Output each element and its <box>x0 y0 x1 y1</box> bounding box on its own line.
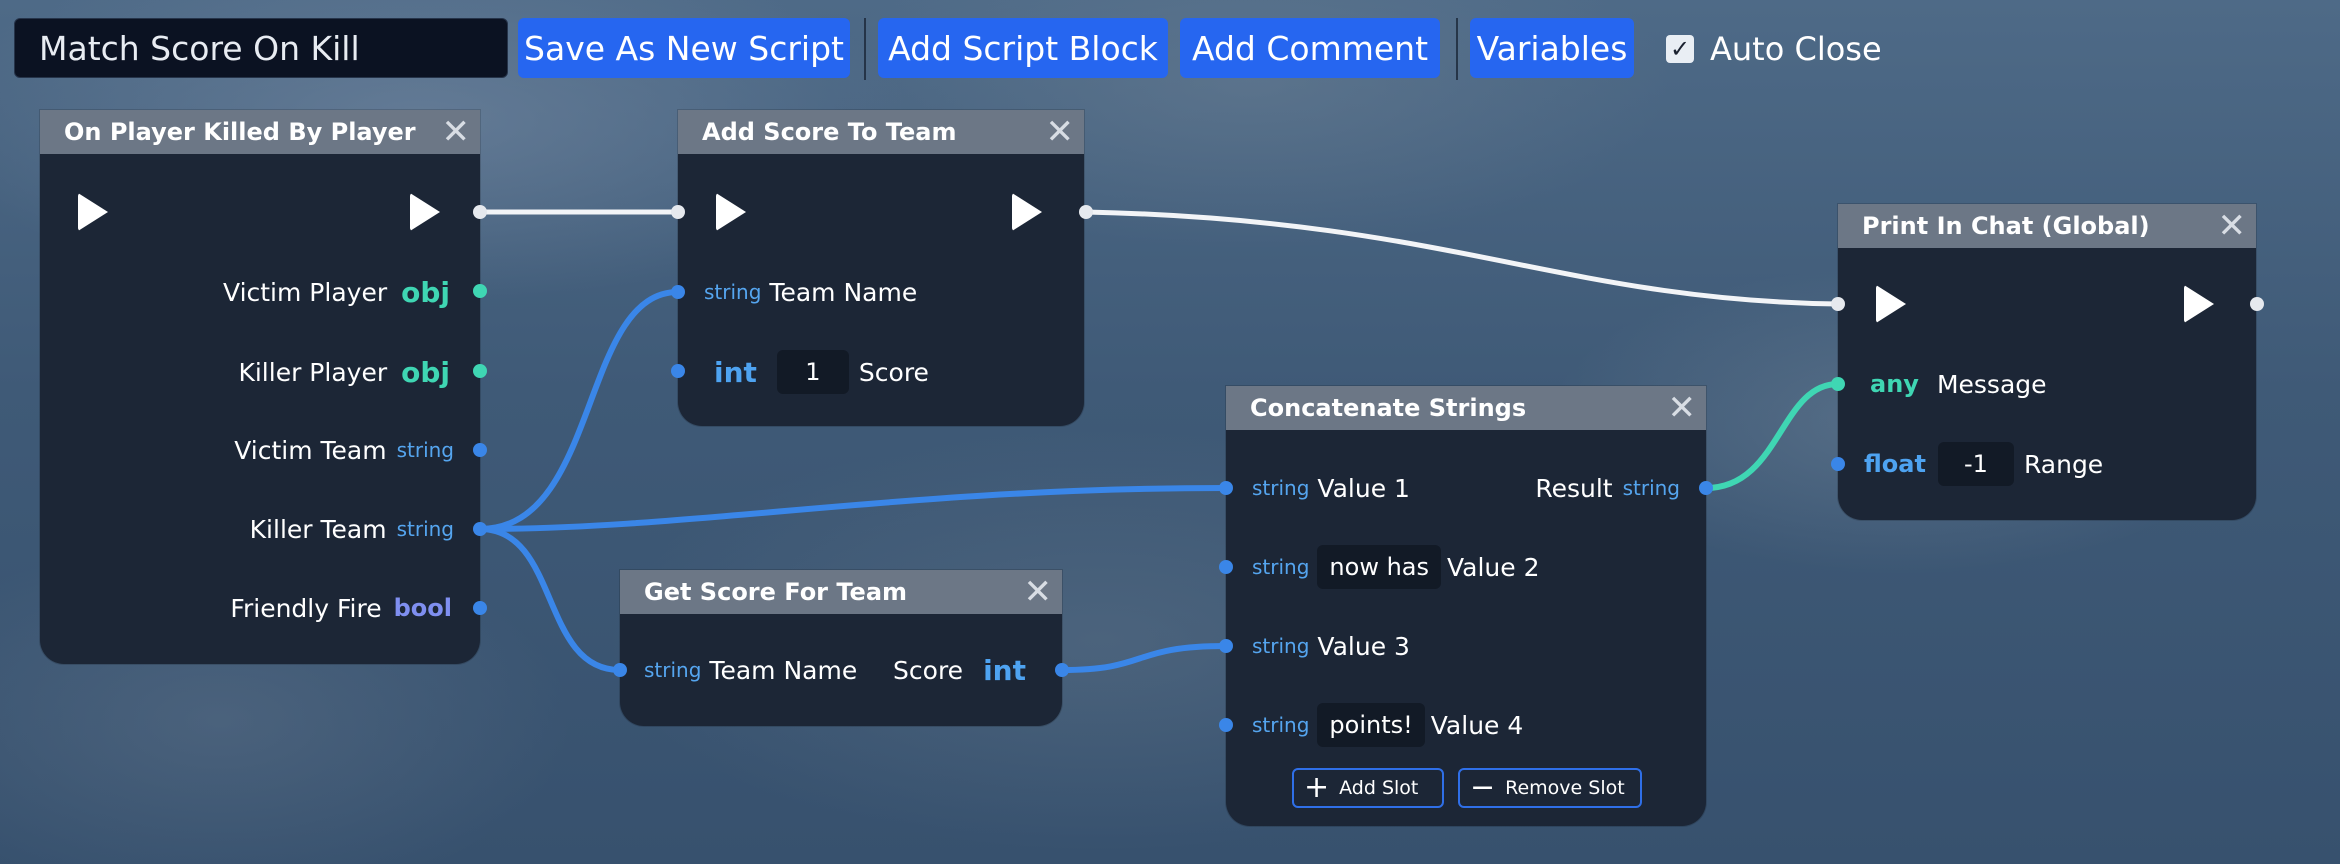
output-port-victim-player[interactable] <box>473 284 487 298</box>
auto-close-label: Auto Close <box>1710 30 1882 68</box>
node-print-in-chat[interactable]: Print In Chat (Global) ✕ any Message flo… <box>1838 204 2256 520</box>
save-as-new-script-button[interactable]: Save As New Script <box>518 18 850 78</box>
exec-out-play-icon <box>1012 193 1042 231</box>
node-header[interactable]: Get Score For Team ✕ <box>620 570 1062 614</box>
node-header[interactable]: Add Score To Team ✕ <box>678 110 1084 154</box>
input-port-range[interactable] <box>1831 457 1845 471</box>
input-value-4: string points! Value 4 <box>1252 703 1523 747</box>
value-4-field[interactable]: points! <box>1317 703 1425 747</box>
node-concatenate-strings[interactable]: Concatenate Strings ✕ string Value 1 Res… <box>1226 386 1706 826</box>
wire-score-to-value3 <box>1061 643 1227 673</box>
input-port-team-name[interactable] <box>613 663 627 677</box>
exec-out-play-icon <box>2184 285 2214 323</box>
input-message: any Message <box>1870 369 2047 399</box>
add-slot-button[interactable]: + Add Slot <box>1292 768 1444 808</box>
input-port-message[interactable] <box>1831 377 1845 391</box>
add-comment-button[interactable]: Add Comment <box>1180 18 1440 78</box>
minus-icon: − <box>1470 770 1496 805</box>
input-team-name: string Team Name <box>704 277 918 307</box>
close-icon[interactable]: ✕ <box>441 112 471 152</box>
input-port-value-3[interactable] <box>1219 639 1233 653</box>
input-value-2: string now has Value 2 <box>1252 545 1540 589</box>
node-get-score-for-team[interactable]: Get Score For Team ✕ string Team Name Sc… <box>620 570 1062 726</box>
close-icon[interactable]: ✕ <box>2217 206 2247 246</box>
input-range: float -1 Range <box>1864 442 2103 486</box>
output-killer-team: Killer Team string <box>249 514 454 544</box>
wire-killer-team-to-get-team-name <box>479 526 621 673</box>
output-score: Score int <box>893 653 1026 687</box>
input-port-team-name[interactable] <box>671 285 685 299</box>
input-value-1: string Value 1 <box>1252 473 1410 503</box>
score-value-field[interactable]: 1 <box>776 350 849 394</box>
output-port-result[interactable] <box>1699 481 1713 495</box>
output-port-killer-team[interactable] <box>473 522 487 536</box>
exec-wire-addscore-to-print <box>1085 209 1839 307</box>
output-killer-player: Killer Player obj <box>238 355 450 389</box>
script-name-input[interactable] <box>14 18 508 78</box>
exec-in-play-icon <box>78 193 108 231</box>
output-result: Result string <box>1535 473 1680 503</box>
output-port-killer-player[interactable] <box>473 364 487 378</box>
node-header[interactable]: Concatenate Strings ✕ <box>1226 386 1706 430</box>
input-port-value-1[interactable] <box>1219 481 1233 495</box>
node-title: Get Score For Team <box>644 578 908 606</box>
input-port-value-2[interactable] <box>1219 560 1233 574</box>
check-icon[interactable]: ✓ <box>1666 35 1694 63</box>
output-port-friendly-fire[interactable] <box>473 601 487 615</box>
plus-icon: + <box>1304 770 1330 805</box>
close-icon[interactable]: ✕ <box>1045 112 1075 152</box>
exec-out-port[interactable] <box>2250 297 2264 311</box>
node-header[interactable]: Print In Chat (Global) ✕ <box>1838 204 2256 248</box>
node-add-score-to-team[interactable]: Add Score To Team ✕ string Team Name int… <box>678 110 1084 426</box>
exec-in-port[interactable] <box>671 205 685 219</box>
node-title: On Player Killed By Player <box>64 118 416 146</box>
output-victim-player: Victim Player obj <box>223 275 450 309</box>
exec-out-port[interactable] <box>473 205 487 219</box>
exec-in-play-icon <box>716 193 746 231</box>
exec-out-port[interactable] <box>1079 205 1093 219</box>
remove-slot-button[interactable]: − Remove Slot <box>1458 768 1642 808</box>
node-on-player-killed[interactable]: On Player Killed By Player ✕ Victim Play… <box>40 110 480 664</box>
input-port-value-4[interactable] <box>1219 718 1233 732</box>
node-header[interactable]: On Player Killed By Player ✕ <box>40 110 480 154</box>
node-title: Add Score To Team <box>702 118 957 146</box>
output-port-victim-team[interactable] <box>473 443 487 457</box>
node-title: Print In Chat (Global) <box>1862 212 2150 240</box>
exec-in-play-icon <box>1876 285 1906 323</box>
auto-close-toggle[interactable]: ✓ Auto Close <box>1666 30 1882 68</box>
add-script-block-button[interactable]: Add Script Block <box>878 18 1168 78</box>
output-friendly-fire: Friendly Fire bool <box>230 593 452 623</box>
wire-result-to-message <box>1705 381 1839 491</box>
range-value-field[interactable]: -1 <box>1937 442 2014 486</box>
close-icon[interactable]: ✕ <box>1667 388 1697 428</box>
wire-killer-team-to-value1 <box>479 485 1227 532</box>
exec-in-port[interactable] <box>1831 297 1845 311</box>
wire-killer-team-to-team-name <box>479 289 679 532</box>
toolbar-separator <box>1456 18 1458 80</box>
variables-button[interactable]: Variables <box>1470 18 1634 78</box>
output-victim-team: Victim Team string <box>234 435 454 465</box>
output-port-score[interactable] <box>1055 663 1069 677</box>
toolbar-separator <box>864 18 866 80</box>
input-team-name: string Team Name <box>644 655 858 685</box>
input-value-3: string Value 3 <box>1252 631 1410 661</box>
value-2-field[interactable]: now has <box>1317 545 1441 589</box>
node-title: Concatenate Strings <box>1250 394 1527 422</box>
exec-out-play-icon <box>410 193 440 231</box>
input-port-score[interactable] <box>671 364 685 378</box>
close-icon[interactable]: ✕ <box>1023 572 1053 612</box>
input-score: int 1 Score <box>714 350 929 394</box>
